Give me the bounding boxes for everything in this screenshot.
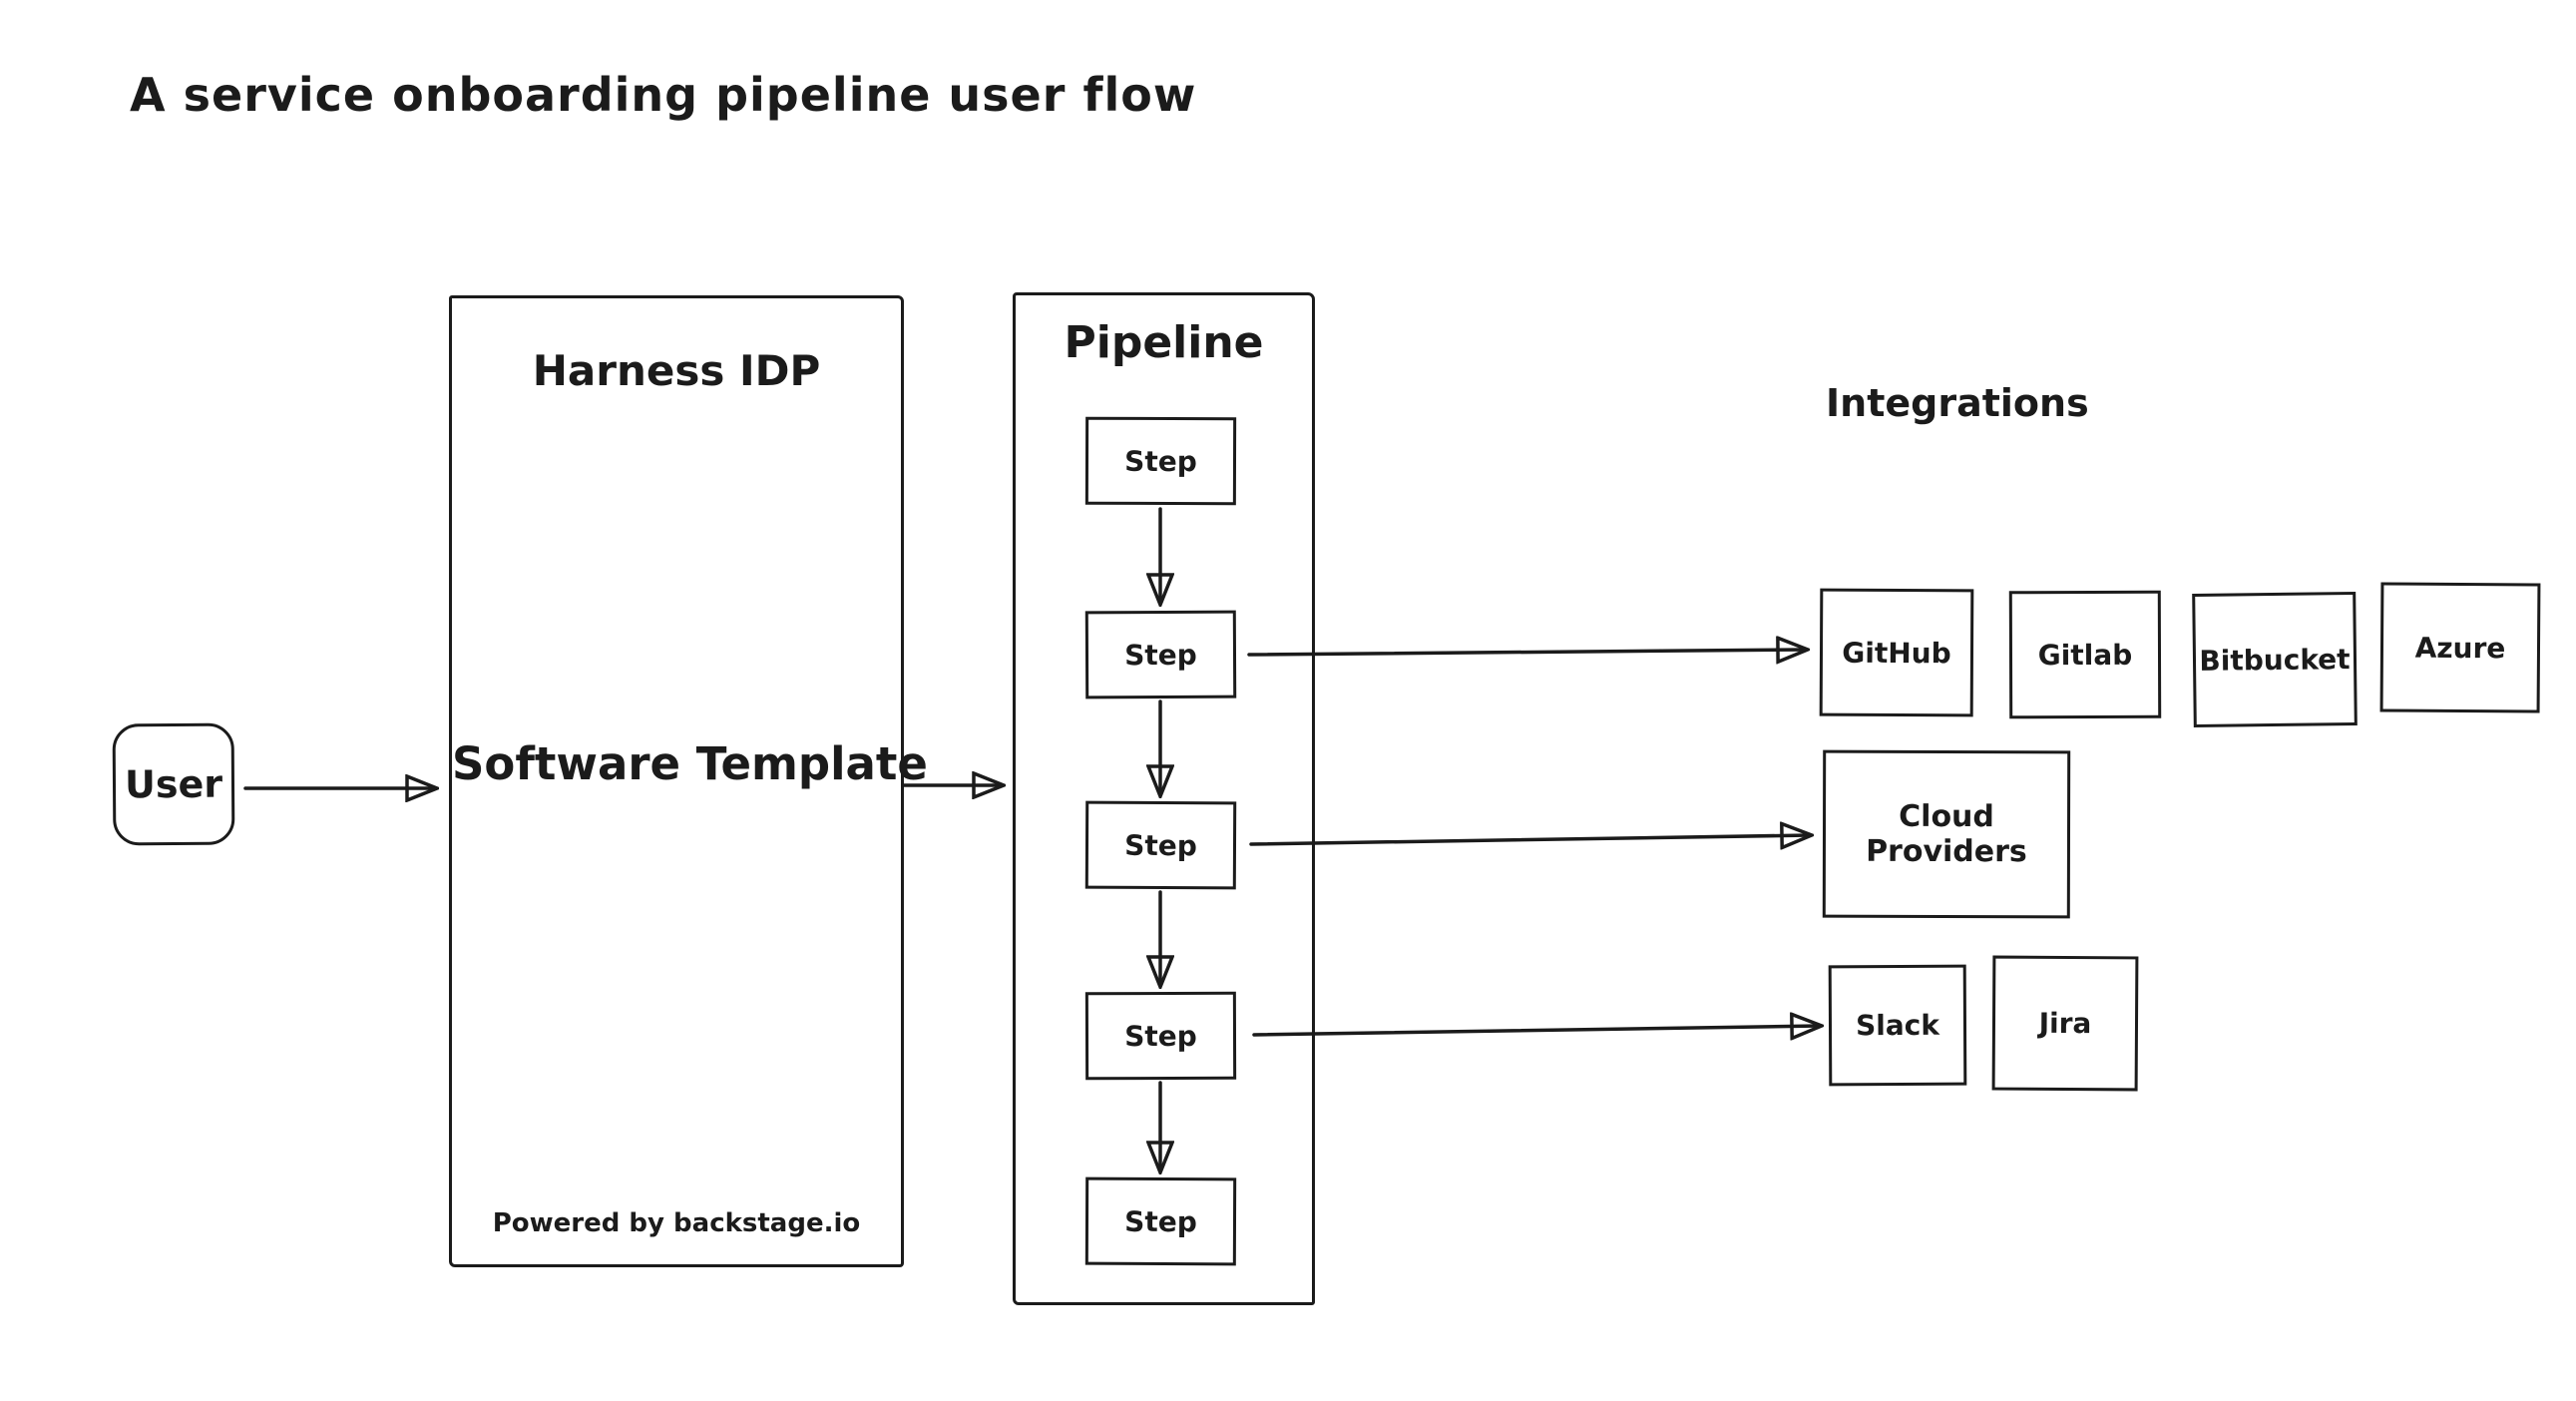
- integration-azure-box: Azure: [2379, 582, 2541, 713]
- integrations-heading: Integrations: [1826, 381, 2089, 425]
- arrow-step4-to-slack: [1252, 1026, 1820, 1035]
- step-5-label: Step: [1124, 1204, 1197, 1238]
- diagram-title: A service onboarding pipeline user flow: [130, 68, 1197, 122]
- slack-label: Slack: [1855, 1008, 1940, 1043]
- integration-jira-box: Jira: [1991, 955, 2139, 1092]
- powered-by-backstage-label: Powered by backstage.io: [492, 1208, 861, 1238]
- step-box-3: Step: [1084, 800, 1237, 890]
- integration-gitlab-box: Gitlab: [2008, 590, 2162, 719]
- arrow-step3-to-cloud-providers: [1249, 835, 1810, 844]
- step-1-label: Step: [1124, 444, 1197, 478]
- step-3-label: Step: [1124, 828, 1197, 862]
- step-box-5: Step: [1084, 1176, 1237, 1266]
- user-node-label: User: [124, 761, 223, 807]
- cloud-providers-label: Cloud Providers: [1866, 798, 2027, 870]
- integration-slack-box: Slack: [1828, 964, 1967, 1087]
- step-box-1: Step: [1084, 416, 1237, 506]
- gitlab-label: Gitlab: [2037, 638, 2133, 672]
- pipeline-title: Pipeline: [1064, 317, 1264, 368]
- jira-label: Jira: [2038, 1006, 2092, 1041]
- step-4-label: Step: [1124, 1019, 1197, 1053]
- bitbucket-label: Bitbucket: [2199, 642, 2351, 678]
- user-node: User: [112, 722, 235, 846]
- integration-github-box: GitHub: [1819, 588, 1974, 717]
- harness-idp-title: Harness IDP: [532, 346, 821, 395]
- harness-idp-box: Harness IDP Software Template Powered by…: [449, 295, 928, 1267]
- integration-cloud-providers-box: Cloud Providers: [1822, 749, 2071, 919]
- integration-bitbucket-box: Bitbucket: [2192, 592, 2358, 727]
- step-box-2: Step: [1084, 610, 1237, 700]
- arrow-step2-to-github: [1247, 650, 1806, 655]
- azure-label: Azure: [2414, 631, 2506, 665]
- step-box-4: Step: [1084, 991, 1237, 1081]
- software-template-label: Software Template: [452, 737, 928, 790]
- github-label: GitHub: [1842, 636, 1951, 670]
- step-2-label: Step: [1124, 638, 1197, 672]
